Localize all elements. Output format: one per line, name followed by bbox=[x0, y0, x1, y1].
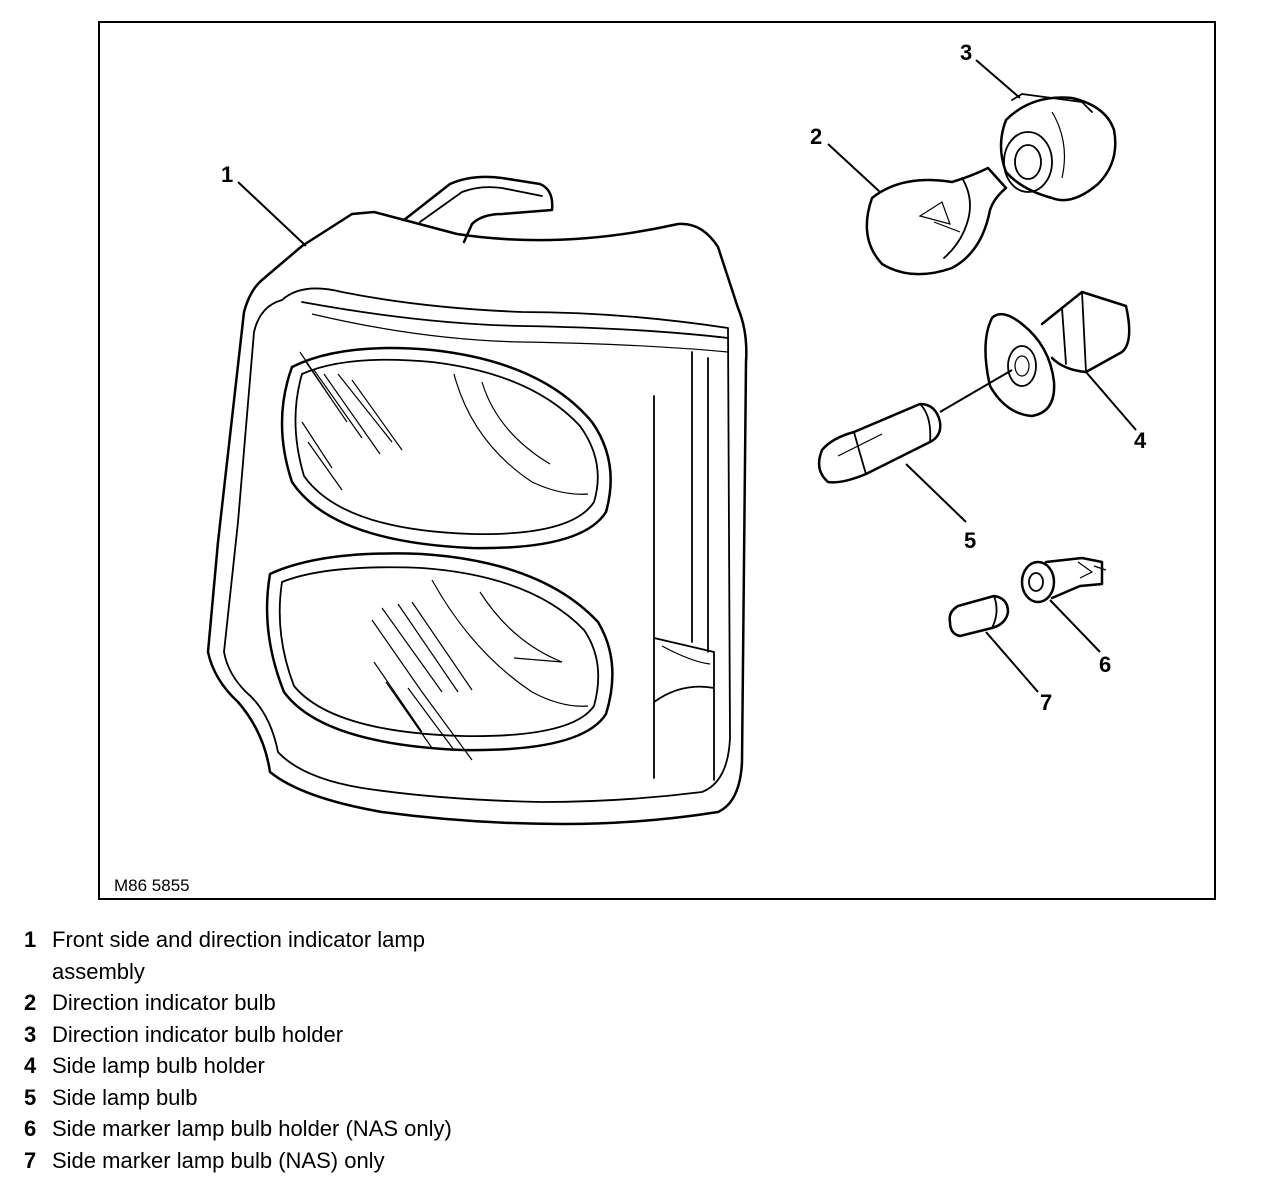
figure-code: M86 5855 bbox=[114, 876, 190, 895]
side-lamp-bulb bbox=[817, 369, 1013, 484]
side-marker-lamp-bulb-holder bbox=[1020, 556, 1107, 604]
direction-indicator-bulb-holder bbox=[999, 93, 1117, 202]
callout-6: 6 bbox=[1099, 652, 1111, 677]
legend-label: Direction indicator bulb bbox=[52, 990, 276, 1015]
exploded-view-drawing: 1 2 3 4 5 6 7 M86 5855 bbox=[114, 40, 1147, 895]
legend-number: 2 bbox=[24, 990, 37, 1015]
legend-item-5: 5 Side lamp bulb bbox=[24, 1082, 724, 1114]
legend-number: 3 bbox=[24, 1021, 37, 1047]
side-lamp-bulb-holder bbox=[984, 290, 1131, 418]
side-marker-lamp-bulb bbox=[948, 594, 1010, 638]
legend-item-7: 7 Side marker lamp bulb (NAS) only bbox=[24, 1145, 724, 1177]
parts-legend: 1 Front side and direction indicator lam… bbox=[24, 924, 724, 1176]
legend-label: Side lamp bulb holder bbox=[52, 1053, 265, 1078]
callout-2: 2 bbox=[810, 124, 822, 149]
lamp-assembly bbox=[206, 175, 748, 826]
legend-label: Direction indicator bulb holder bbox=[52, 1021, 344, 1047]
legend-number: 1 bbox=[24, 927, 37, 952]
callout-7: 7 bbox=[1040, 690, 1052, 715]
legend-label: Side marker lamp bulb (NAS) only bbox=[52, 1147, 385, 1173]
callout-3: 3 bbox=[960, 40, 972, 65]
legend-number: 6 bbox=[24, 1116, 37, 1141]
legend-item-4: 4 Side lamp bulb holder bbox=[24, 1050, 724, 1082]
legend-item-1: 1 Front side and direction indicator lam… bbox=[24, 924, 724, 987]
legend-item-2: 2 Direction indicator bulb bbox=[24, 987, 724, 1019]
callout-5: 5 bbox=[964, 528, 976, 553]
legend-label: Side lamp bulb bbox=[52, 1084, 198, 1110]
legend-number: 4 bbox=[24, 1053, 37, 1078]
legend-number: 5 bbox=[24, 1084, 37, 1110]
callout-1: 1 bbox=[221, 162, 233, 187]
diagram-frame: 1 2 3 4 5 6 7 M86 5855 bbox=[98, 21, 1216, 900]
callout-4: 4 bbox=[1134, 428, 1147, 453]
leader-lines bbox=[237, 59, 1137, 693]
direction-indicator-bulb bbox=[865, 166, 1008, 276]
legend-label: Side marker lamp bulb holder (NAS only) bbox=[52, 1116, 452, 1141]
legend-number: 7 bbox=[24, 1147, 37, 1173]
legend-item-3: 3 Direction indicator bulb holder bbox=[24, 1019, 724, 1051]
legend-item-6: 6 Side marker lamp bulb holder (NAS only… bbox=[24, 1113, 724, 1145]
legend-label: Front side and direction indicator lamp … bbox=[52, 927, 425, 984]
